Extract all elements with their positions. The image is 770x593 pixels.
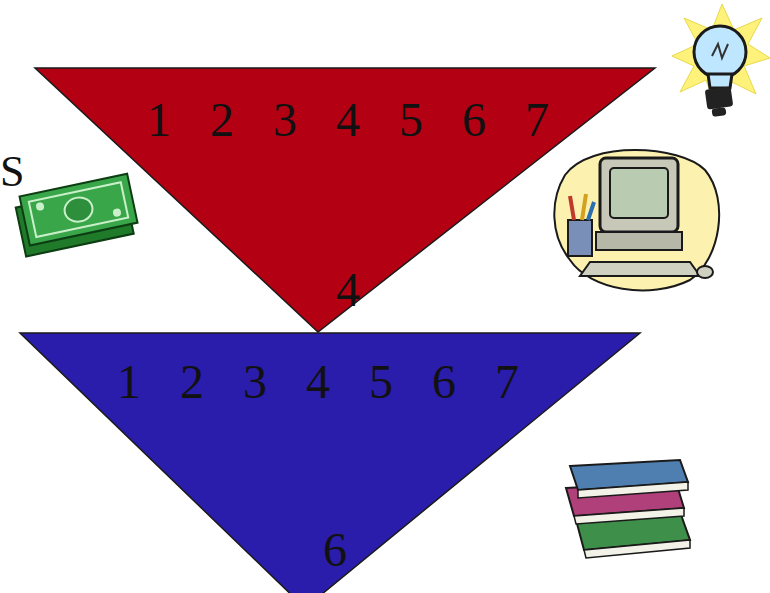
triangle-fill (35, 68, 655, 332)
triangle-fill (20, 333, 640, 593)
money-icon (14, 174, 140, 257)
scale-numbers: 1 2 3 4 5 6 7 (117, 358, 519, 406)
triangle-band: 1 2 3 4 5 6 7 6 (20, 333, 640, 593)
scale-numbers: 1 2 3 4 5 6 7 (147, 96, 549, 144)
triangle-band: 1 2 3 4 5 6 7 4 (35, 68, 655, 332)
edge-fragment: S (0, 150, 24, 194)
lightbulb-icon (672, 4, 770, 117)
books-icon (566, 460, 690, 558)
scale-value: 6 (323, 526, 347, 574)
scale-value: 4 (336, 266, 360, 314)
computer-icon (554, 150, 719, 290)
